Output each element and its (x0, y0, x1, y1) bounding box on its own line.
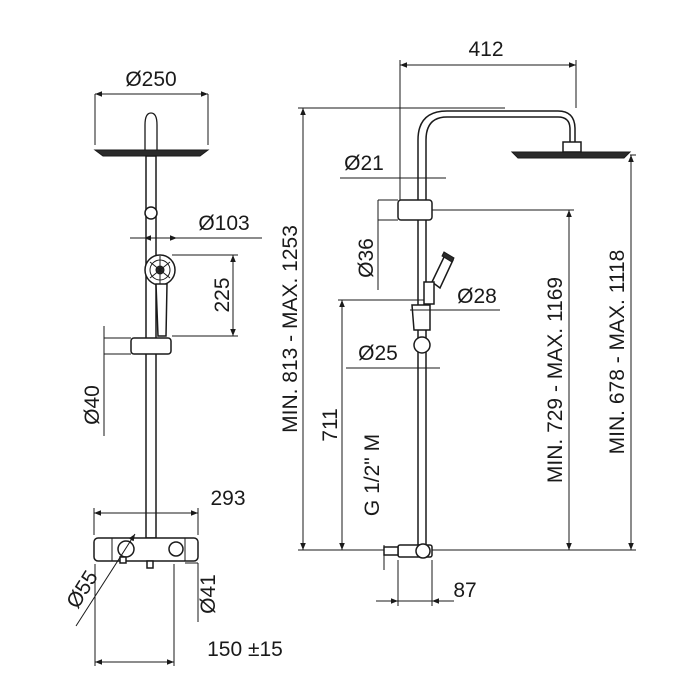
front-slider-ball (144, 206, 158, 220)
side-view: 412 Ø21 Ø36 Ø28 Ø25 711 G 1/2" M MIN. 81… (279, 38, 636, 606)
dim-lower-pipe-diameter: Ø25 (358, 342, 398, 365)
side-slider (397, 199, 433, 221)
front-view: Ø250 Ø103 225 Ø40 293 Ø55 Ø41 150 ±15 (62, 68, 283, 666)
side-connection (383, 543, 433, 565)
dim-hand-shower-height: 225 (211, 277, 234, 312)
dim-holder-height: MIN. 729 - MAX. 1169 (544, 277, 567, 483)
dim-arm-reach: 412 (468, 38, 503, 61)
front-holder (130, 337, 172, 355)
dim-slider-height: 711 (319, 408, 342, 441)
side-hand-shower (411, 251, 455, 331)
dim-mixer-end-diameter: Ø55 (62, 567, 103, 613)
front-rain-head (93, 149, 210, 157)
dim-bar-diameter: Ø40 (81, 385, 104, 425)
dim-knob-diameter: Ø41 (197, 574, 220, 614)
front-hand-shower (144, 254, 176, 337)
dim-inlet-spacing: 150 ±15 (207, 638, 283, 661)
dim-mixer-width: 293 (210, 487, 245, 510)
dim-wall-offset: 87 (453, 579, 476, 602)
dim-hand-holder-diameter: Ø28 (457, 285, 497, 308)
dim-slider-diameter: Ø36 (355, 238, 378, 278)
dim-pipe-diameter: Ø21 (344, 152, 384, 175)
dim-hand-shower-diameter: Ø103 (198, 212, 249, 235)
dim-head-diameter: Ø250 (125, 68, 176, 91)
dim-connection-thread: G 1/2" M (361, 434, 384, 516)
dim-head-height: MIN. 678 - MAX. 1118 (606, 250, 629, 455)
side-lower-ball (413, 336, 431, 354)
dim-overall-height: MIN. 813 - MAX. 1253 (279, 225, 302, 433)
side-rain-head (510, 151, 632, 159)
